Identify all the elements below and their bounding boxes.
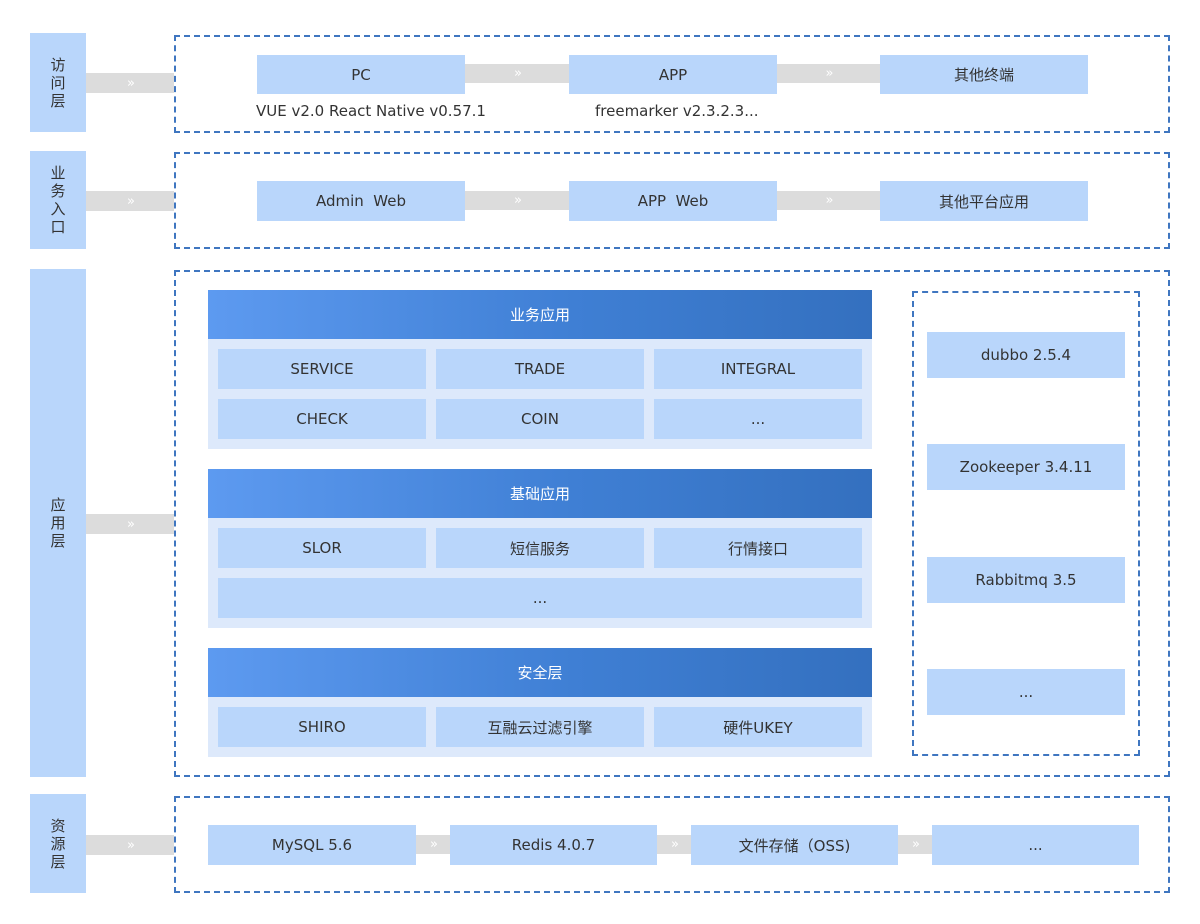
security-header-text: 安全层 (517, 664, 563, 682)
connector-arrow-icon: » (514, 193, 522, 208)
resource-redis: Redis 4.0.7 (450, 825, 657, 865)
security-ukey-label: 硬件UKEY (723, 718, 793, 737)
entry-connector-1: » (465, 191, 569, 210)
access-connector-2: » (777, 64, 880, 83)
node-other-platform: 其他平台应用 (880, 181, 1088, 221)
node-admin-web: Admin Web (257, 181, 465, 221)
business-entry-container (174, 152, 1170, 249)
connector-arrow-icon: » (825, 193, 834, 208)
security-shiro-label: SHIRO (298, 718, 346, 736)
node-app: APP (569, 55, 777, 94)
caption-app-tech: freemarker v2.3.2.3... (595, 102, 759, 120)
app-integral: INTEGRAL (654, 349, 862, 389)
access-layer-connector: » (86, 73, 174, 93)
security-shiro: SHIRO (218, 707, 426, 747)
resource-mysql: MySQL 5.6 (208, 825, 416, 865)
resource-layer-connector: » (86, 835, 174, 855)
connector-arrow-icon: » (127, 516, 135, 532)
resource-connector-3: » (898, 835, 932, 854)
node-app-web: APP Web (569, 181, 777, 221)
resource-redis-label: Redis 4.0.7 (511, 836, 596, 854)
base-apps-header: 基础应用 (208, 469, 872, 518)
middleware-zookeeper-label: Zookeeper 3.4.11 (959, 458, 1093, 476)
node-app-web-label: APP Web (637, 192, 709, 210)
middleware-zookeeper: Zookeeper 3.4.11 (927, 444, 1125, 490)
node-app-label: APP (658, 65, 688, 84)
security-filter-engine: 互融云过滤引擎 (436, 707, 644, 747)
app-more-label: ... (750, 410, 766, 428)
app-service: SERVICE (218, 349, 426, 389)
node-other-terminal: 其他终端 (880, 55, 1088, 94)
resource-mysql-label: MySQL 5.6 (271, 836, 353, 854)
app-coin-label: COIN (521, 410, 559, 428)
node-pc: PC (257, 55, 465, 94)
app-check-label: CHECK (296, 410, 348, 428)
node-other-platform-label: 其他平台应用 (938, 192, 1029, 211)
caption-pc-tech: VUE v2.0 React Native v0.57.1 (256, 102, 486, 120)
app-coin: COIN (436, 399, 644, 439)
application-layer-label: 应用层 (30, 269, 86, 777)
connector-arrow-icon: » (912, 837, 920, 852)
business-entry-label: 业务入口 (30, 151, 86, 249)
business-apps-header: 业务应用 (208, 290, 872, 339)
middleware-rabbitmq-label: Rabbitmq 3.5 (975, 571, 1077, 589)
middleware-dubbo-label: dubbo 2.5.4 (980, 346, 1072, 364)
resource-oss: 文件存储（OSS) (691, 825, 898, 865)
connector-arrow-icon: » (127, 193, 135, 209)
access-layer-label-text: 访问层 (50, 55, 66, 110)
application-layer-container (174, 270, 1170, 777)
base-slor: SLOR (218, 528, 426, 568)
app-more: ... (654, 399, 862, 439)
base-sms-service-label: 短信服务 (509, 539, 570, 558)
middleware-container (912, 291, 1140, 756)
business-entry-label-text: 业务入口 (50, 164, 66, 236)
access-layer-label: 访问层 (30, 33, 86, 132)
middleware-more: ... (927, 669, 1125, 715)
middleware-more-label: ... (1018, 683, 1034, 701)
node-admin-web-label: Admin Web (315, 192, 407, 210)
access-connector-1: » (465, 64, 569, 83)
node-pc-label: PC (351, 65, 371, 84)
resource-more-label: ... (1028, 836, 1043, 854)
resource-layer-label-text: 资源层 (50, 816, 66, 871)
base-slor-label: SLOR (302, 539, 342, 557)
resource-oss-label: 文件存储（OSS) (738, 836, 851, 855)
resource-more: ... (932, 825, 1139, 865)
app-trade-label: TRADE (514, 360, 566, 378)
access-layer-container (174, 35, 1170, 133)
application-layer-label-text: 应用层 (50, 496, 66, 550)
base-more-label: ... (532, 589, 548, 607)
security-header: 安全层 (208, 648, 872, 697)
resource-connector-1: » (416, 835, 450, 854)
app-integral-label: INTEGRAL (720, 360, 796, 378)
business-apps-header-text: 业务应用 (509, 306, 570, 324)
app-check: CHECK (218, 399, 426, 439)
security-filter-engine-label: 互融云过滤引擎 (487, 718, 593, 737)
business-entry-connector: » (86, 191, 174, 211)
resource-layer-container (174, 796, 1170, 893)
base-sms-service: 短信服务 (436, 528, 644, 568)
entry-connector-2: » (777, 191, 880, 210)
app-trade: TRADE (436, 349, 644, 389)
app-service-label: SERVICE (290, 360, 354, 378)
base-market-api-label: 行情接口 (727, 539, 788, 558)
middleware-dubbo: dubbo 2.5.4 (927, 332, 1125, 378)
resource-connector-2: » (657, 835, 691, 854)
security-ukey: 硬件UKEY (654, 707, 862, 747)
connector-arrow-icon: » (514, 66, 522, 81)
connector-arrow-icon: » (127, 75, 135, 91)
application-layer-connector: » (86, 514, 174, 534)
connector-arrow-icon: » (127, 837, 135, 853)
base-market-api: 行情接口 (654, 528, 862, 568)
resource-layer-label: 资源层 (30, 794, 86, 893)
base-apps-header-text: 基础应用 (509, 485, 570, 503)
connector-arrow-icon: » (825, 66, 834, 81)
middleware-rabbitmq: Rabbitmq 3.5 (927, 557, 1125, 603)
base-more: ... (218, 578, 862, 618)
connector-arrow-icon: » (430, 837, 438, 852)
node-other-terminal-label: 其他终端 (953, 66, 1014, 84)
connector-arrow-icon: » (671, 837, 679, 852)
